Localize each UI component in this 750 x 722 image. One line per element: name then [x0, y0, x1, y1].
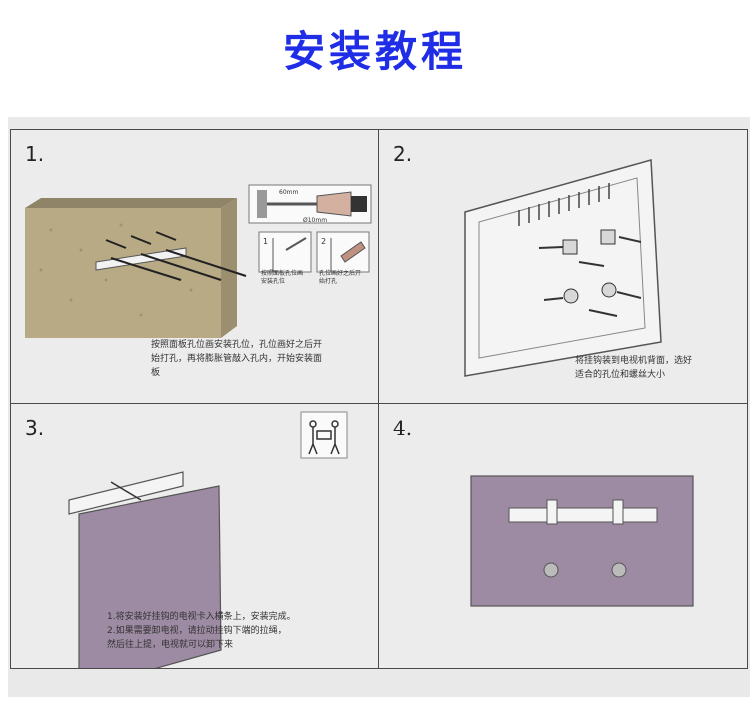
- tutorial-board: 1. 60mm Ø1: [8, 117, 750, 697]
- mount-knob-right: [612, 563, 626, 577]
- substep-1-text: 按照面板孔位画 安装孔位: [261, 270, 303, 286]
- tv-back: [471, 476, 693, 606]
- wall-top: [25, 198, 237, 208]
- tv-back-frame: [465, 160, 661, 376]
- step-4-panel: 4.: [378, 403, 748, 669]
- step-1-panel: 1. 60mm Ø1: [10, 129, 380, 405]
- step-3-panel: 3. 1.将安装好挂钩的电视卡入横条上，安装完成。 2.如果需要卸电视，请拉动挂…: [10, 403, 380, 669]
- step-2-panel: 2. 将挂钩装到电视机背面，选好 适合的孔位和螺丝大小: [378, 129, 748, 405]
- substep-2-num: 2: [321, 237, 326, 246]
- step-3-caption: 1.将安装好挂钩的电视卡入横条上，安装完成。 2.如果需要卸电视，请拉动挂钩下端…: [107, 610, 377, 652]
- wall-bracket: [509, 508, 657, 522]
- substep-1-num: 1: [263, 237, 268, 246]
- two-person-icon: [301, 412, 347, 458]
- wall-front: [25, 208, 221, 338]
- tv-mounted-illustration: [379, 404, 748, 669]
- dim-60mm: 60mm: [279, 189, 298, 196]
- mount-knob-left: [544, 563, 558, 577]
- step-2-caption: 将挂钩装到电视机背面，选好 适合的孔位和螺丝大小: [575, 354, 745, 382]
- page-title: 安装教程: [0, 18, 750, 79]
- step-1-caption: 按照面板孔位画安装孔位，孔位画好之后开 始打孔，再将膨胀管敲入孔内，开始安装面 …: [151, 338, 371, 380]
- substep-2-text: 孔位画好之后开 始打孔: [319, 270, 361, 286]
- dim-10mm: Ø10mm: [303, 217, 327, 224]
